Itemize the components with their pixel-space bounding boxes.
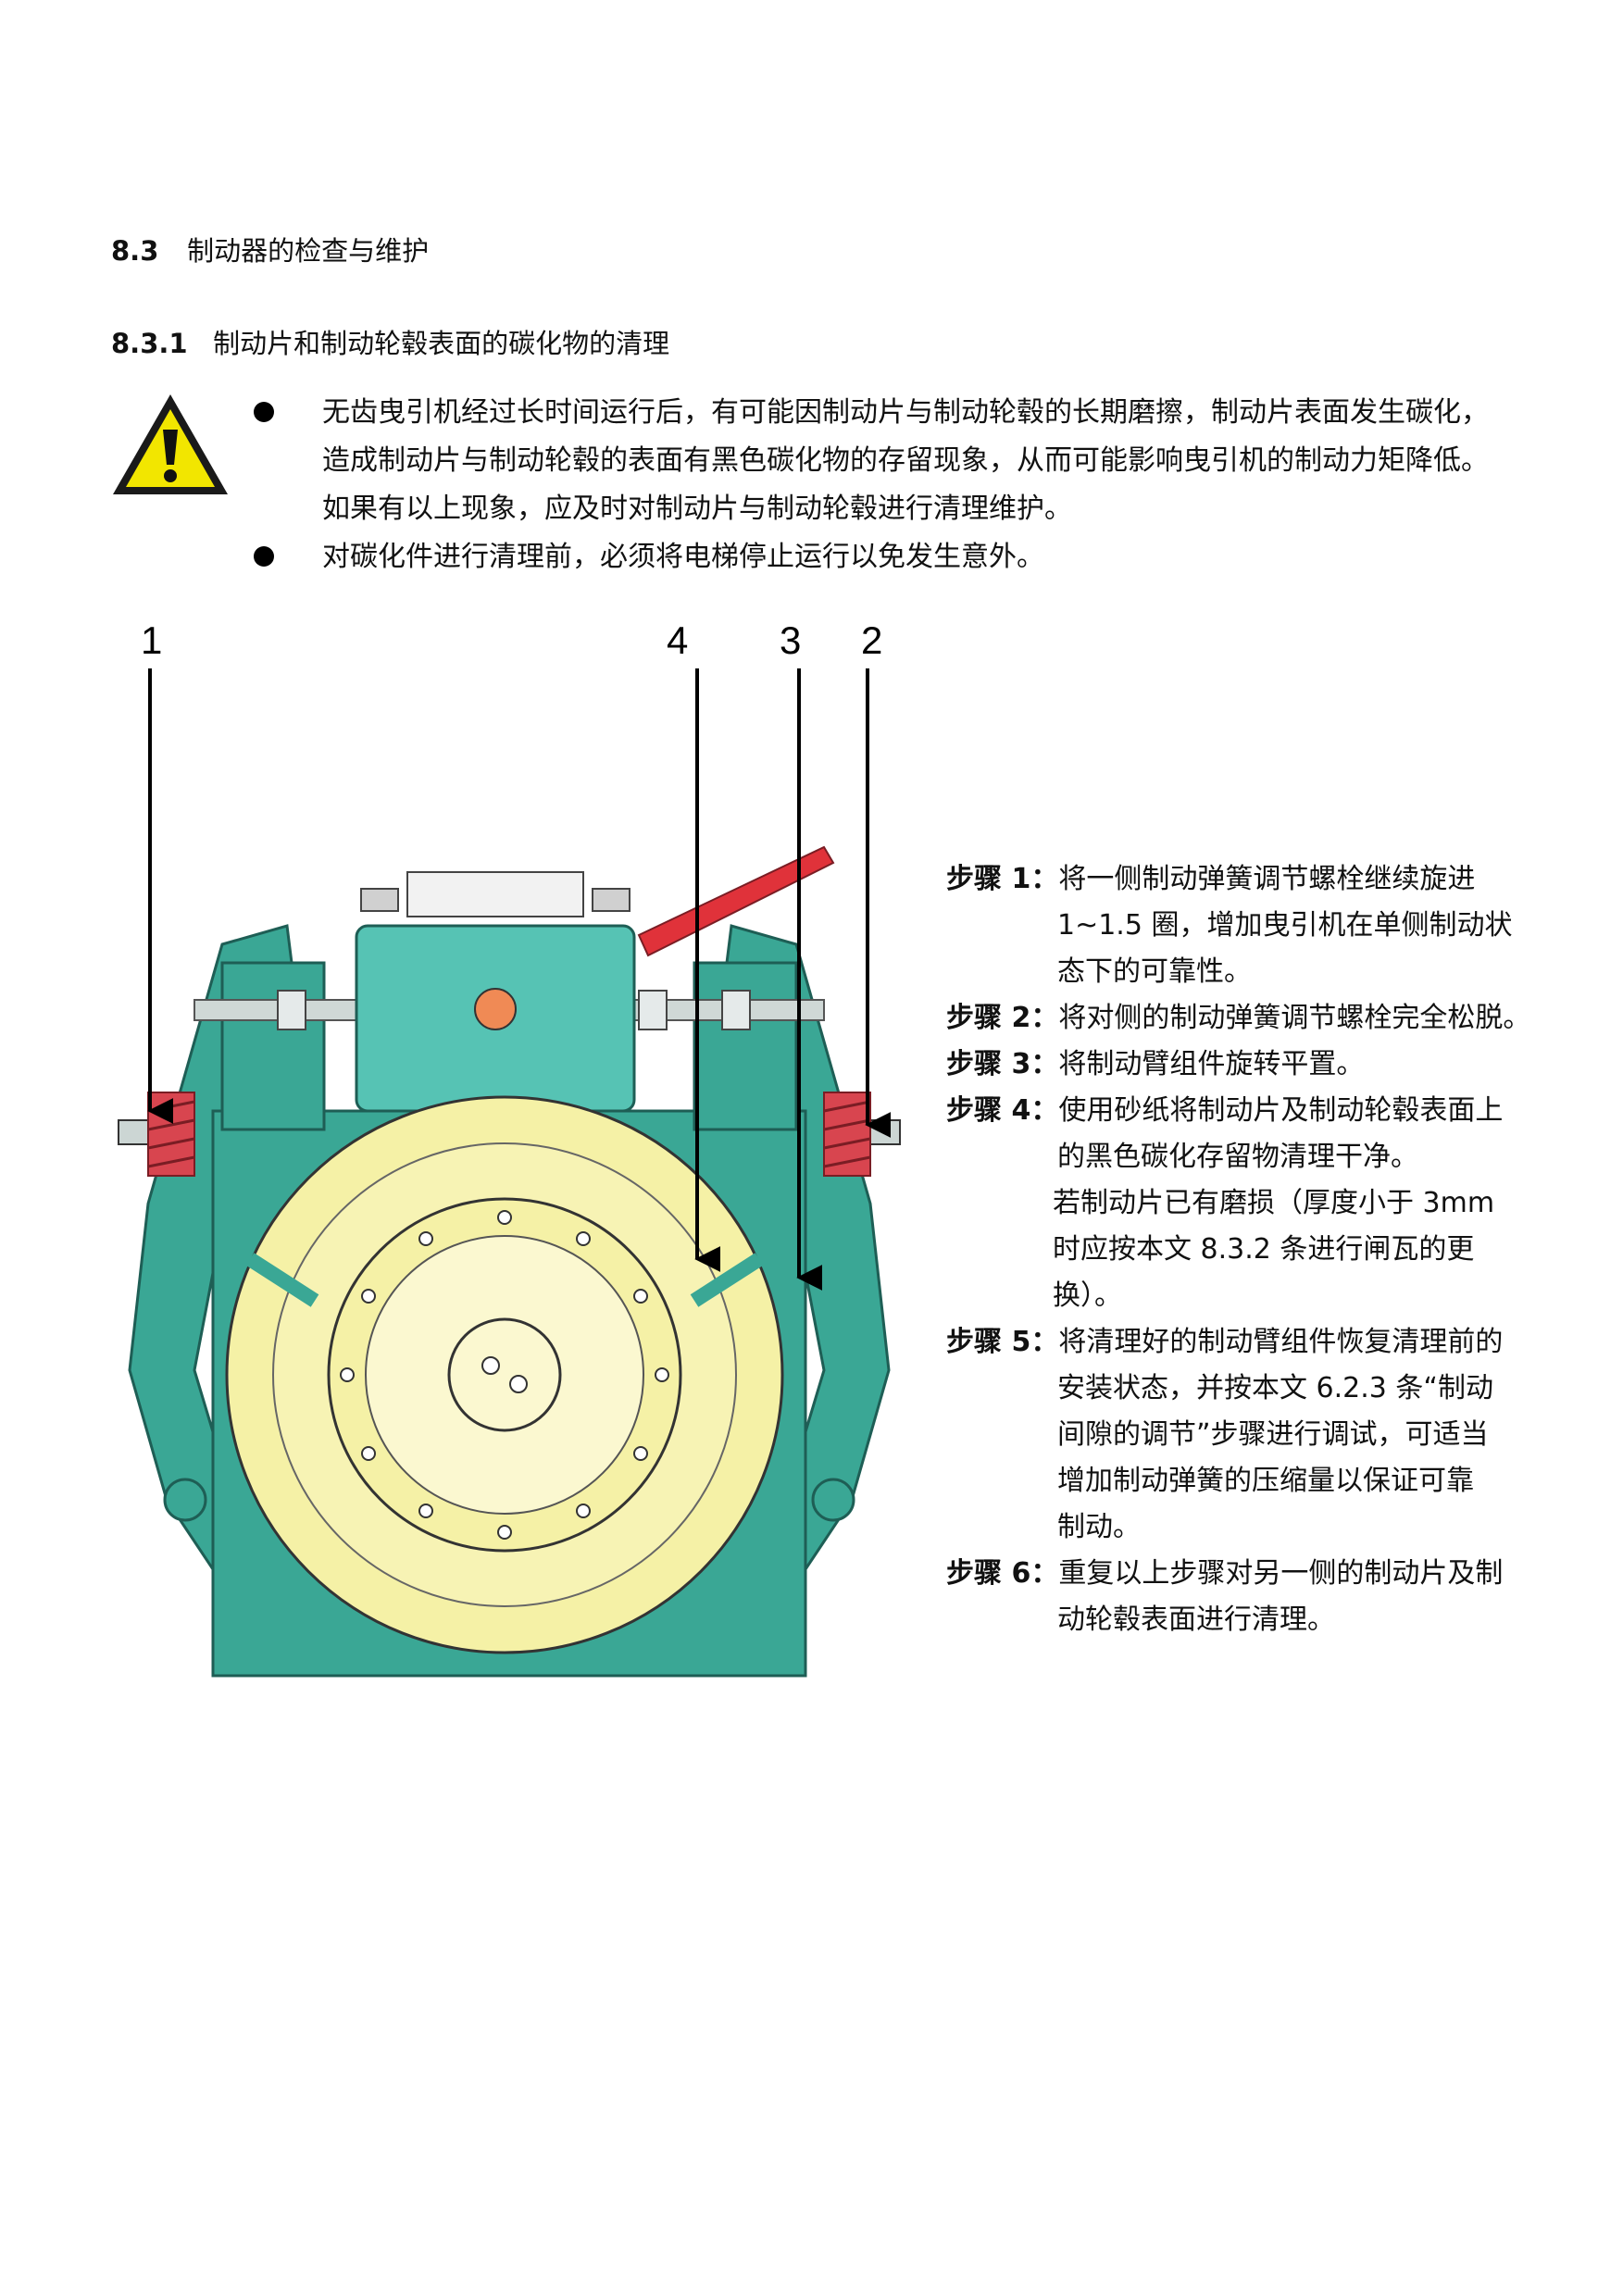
bullet-line: 造成制动片与制动轮毂的表面有黑色碳化物的存留现象，从而可能影响曳引机的制动力矩降… [322,444,1489,477]
bullet-dot-icon [254,402,274,422]
callout-label: 4 [667,618,688,662]
callout-1: 1 [141,618,174,1124]
step-text: 使用砂纸将制动片及制动轮毂表面上 [1058,1094,1504,1127]
step-text: 间隙的调节”步骤进行调试，可适当 [1057,1418,1489,1451]
bullet-line: 如果有以上现象，应及时对制动片与制动轮毂进行清理维护。 [322,493,1072,525]
step-label: 步骤 6： [946,1557,1059,1590]
left-brake-spring [118,1092,195,1177]
step-label: 步骤 3： [946,1048,1059,1080]
callout-2: 2 [861,618,892,1138]
subsection-number: 8.3.1 [111,328,188,359]
note-text: 时应按本文 8.3.2 条进行闸瓦的更 [1053,1233,1475,1266]
section-number: 8.3 [111,235,159,267]
bullet-item: 对碳化件进行清理前，必须将电梯停止运行以免发生意外。 [248,533,1544,581]
bullet-line: 对碳化件进行清理前，必须将电梯停止运行以免发生意外。 [322,541,1044,573]
bullet-item: 无齿曳引机经过长时间运行后，有可能因制动片与制动轮毂的长期磨擦，制动片表面发生碳… [248,389,1544,533]
note-text: 换）。 [1053,1279,1122,1312]
step-text: 的黑色碳化存留物清理干净。 [1057,1141,1418,1173]
step-4: 步骤 4：使用砂纸将制动片及制动轮毂表面上 的黑色碳化存留物清理干净。 [946,1088,1539,1180]
subsection-title: 制动片和制动轮毂表面的碳化物的清理 [213,328,670,359]
step-3: 步骤 3：将制动臂组件旋转平置。 [946,1042,1539,1088]
callout-3: 3 [780,618,823,1291]
callout-label: 3 [780,618,801,662]
step-text: 制动。 [1057,1511,1141,1543]
callout-label: 2 [861,618,882,662]
warning-bullet-list: 无齿曳引机经过长时间运行后，有可能因制动片与制动轮毂的长期磨擦，制动片表面发生碳… [248,389,1544,581]
step-2: 步骤 2：将对侧的制动弹簧调节螺栓完全松脱。 [946,995,1539,1042]
callout-4: 4 [667,618,721,1272]
step-text: 增加制动弹簧的压缩量以保证可靠 [1057,1465,1474,1497]
callout-label: 1 [141,618,162,662]
step-label: 步骤 4： [946,1094,1059,1127]
section-title: 制动器的检查与维护 [187,235,430,267]
bullet-line: 无齿曳引机经过长时间运行后，有可能因制动片与制动轮毂的长期磨擦，制动片表面发生碳… [322,396,1489,429]
maintenance-steps: 步骤 1：将一侧制动弹簧调节螺栓继续旋进 1~1.5 圈，增加曳引机在单侧制动状… [946,856,1539,1643]
step-text: 将一侧制动弹簧调节螺栓继续旋进 [1058,863,1476,895]
right-brake-spring [823,1092,901,1177]
step-label: 步骤 1： [946,863,1059,895]
section-heading: 8.3 制动器的检查与维护 [111,230,429,268]
brake-release-lever [637,845,835,957]
step-5: 步骤 5：将清理好的制动臂组件恢复清理前的 安装状态，并按本文 6.2.3 条“… [946,1319,1539,1551]
encoder-housing [355,871,636,1113]
traction-sheave [225,1095,784,1654]
note-text: 若制动片已有磨损（厚度小于 3mm [1053,1187,1495,1219]
step-text: 将对侧的制动弹簧调节螺栓完全松脱。 [1058,1002,1531,1034]
step-label: 步骤 5： [946,1326,1059,1358]
step-label: 步骤 2： [946,1002,1059,1034]
step-text: 重复以上步骤对另一侧的制动片及制 [1058,1557,1504,1590]
step-text: 将制动臂组件旋转平置。 [1058,1048,1365,1080]
subsection-heading: 8.3.1 制动片和制动轮毂表面的碳化物的清理 [111,322,669,361]
traction-machine-brake-diagram: 1 4 3 2 [118,618,901,1678]
bullet-dot-icon [254,546,274,567]
step-text: 动轮毂表面进行清理。 [1057,1603,1335,1636]
step-text: 态下的可靠性。 [1057,955,1252,988]
step-text: 安装状态，并按本文 6.2.3 条“制动 [1057,1372,1493,1404]
warning-triangle-icon [113,394,228,494]
step-6: 步骤 6：重复以上步骤对另一侧的制动片及制 动轮毂表面进行清理。 [946,1551,1539,1643]
step-1: 步骤 1：将一侧制动弹簧调节螺栓继续旋进 1~1.5 圈，增加曳引机在单侧制动状… [946,856,1539,995]
step-text: 将清理好的制动臂组件恢复清理前的 [1058,1326,1504,1358]
step-4-note: 若制动片已有磨损（厚度小于 3mm 时应按本文 8.3.2 条进行闸瓦的更 换）… [946,1180,1539,1319]
step-text: 1~1.5 圈，增加曳引机在单侧制动状 [1057,909,1513,942]
